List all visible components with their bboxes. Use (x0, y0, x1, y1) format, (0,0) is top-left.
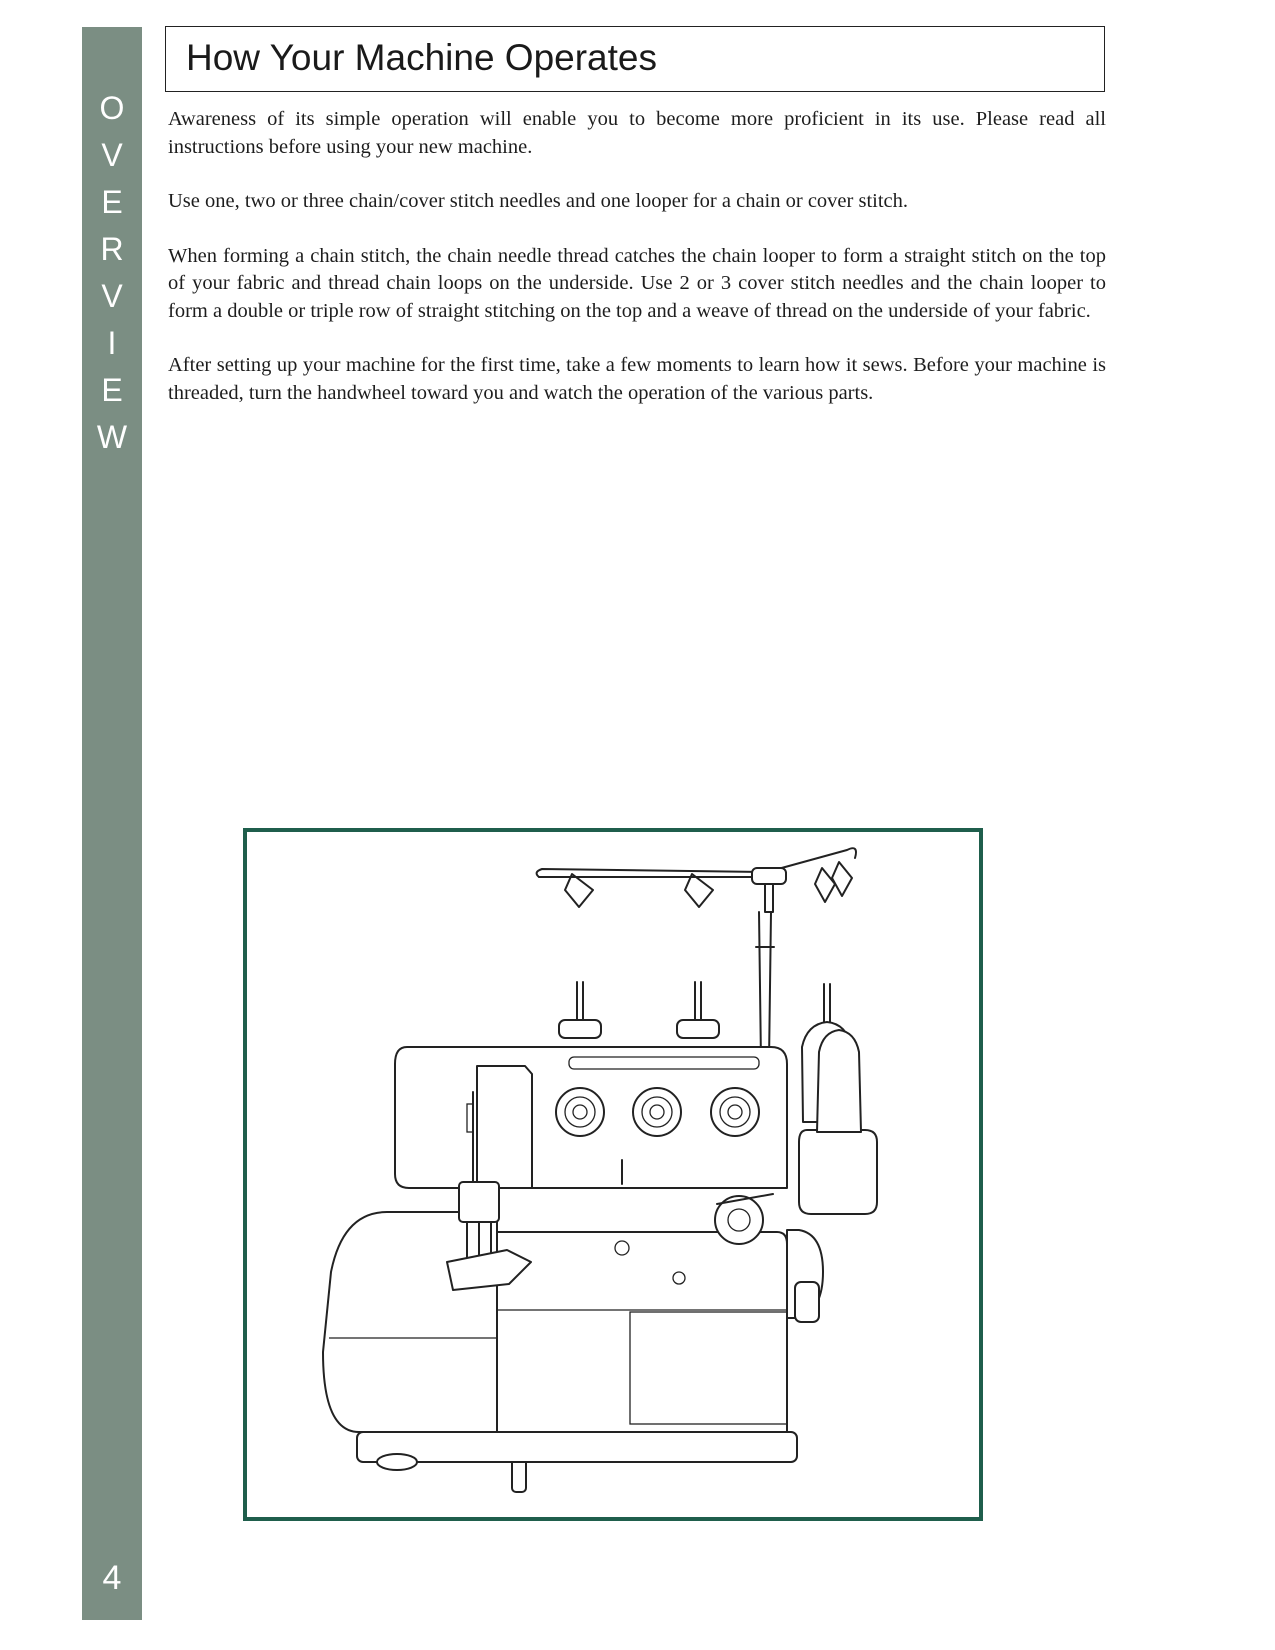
section-letter: R (100, 231, 124, 267)
body-text: Awareness of its simple operation will e… (168, 106, 1106, 434)
machine-illustration-frame (243, 828, 983, 1521)
section-letter: O (99, 90, 125, 126)
presser-foot-assembly (446, 1091, 532, 1291)
paragraph-chain-stitch: When forming a chain stitch, the chain n… (168, 244, 1106, 322)
paragraph-needles: Use one, two or three chain/cover stitch… (168, 190, 909, 212)
title-box: How Your Machine Operates (165, 26, 1105, 92)
section-letter: V (101, 278, 123, 314)
thread-guide-bar (535, 847, 857, 913)
section-sidebar: O V E R V I E W 4 (82, 27, 142, 1620)
looper-dial (614, 1193, 774, 1285)
section-letter: V (101, 137, 123, 173)
telescopic-pole (755, 911, 775, 1063)
page-number: 4 (102, 1559, 122, 1597)
section-letter: I (107, 325, 117, 361)
machine-upper-body (394, 1046, 788, 1189)
section-label-overview: O V E R V I E W (82, 85, 142, 461)
section-letter: E (101, 184, 123, 220)
coverstitch-machine-illustration (322, 847, 878, 1493)
handwheel (786, 1229, 824, 1323)
paragraph-intro: Awareness of its simple operation will e… (168, 108, 1106, 158)
right-cone-holder (798, 1029, 878, 1215)
paragraph-first-use: After setting up your machine for the fi… (168, 354, 1106, 404)
machine-base (322, 1211, 798, 1493)
section-letter: E (101, 372, 123, 408)
page-title: How Your Machine Operates (186, 37, 657, 78)
section-letter: W (96, 419, 128, 455)
